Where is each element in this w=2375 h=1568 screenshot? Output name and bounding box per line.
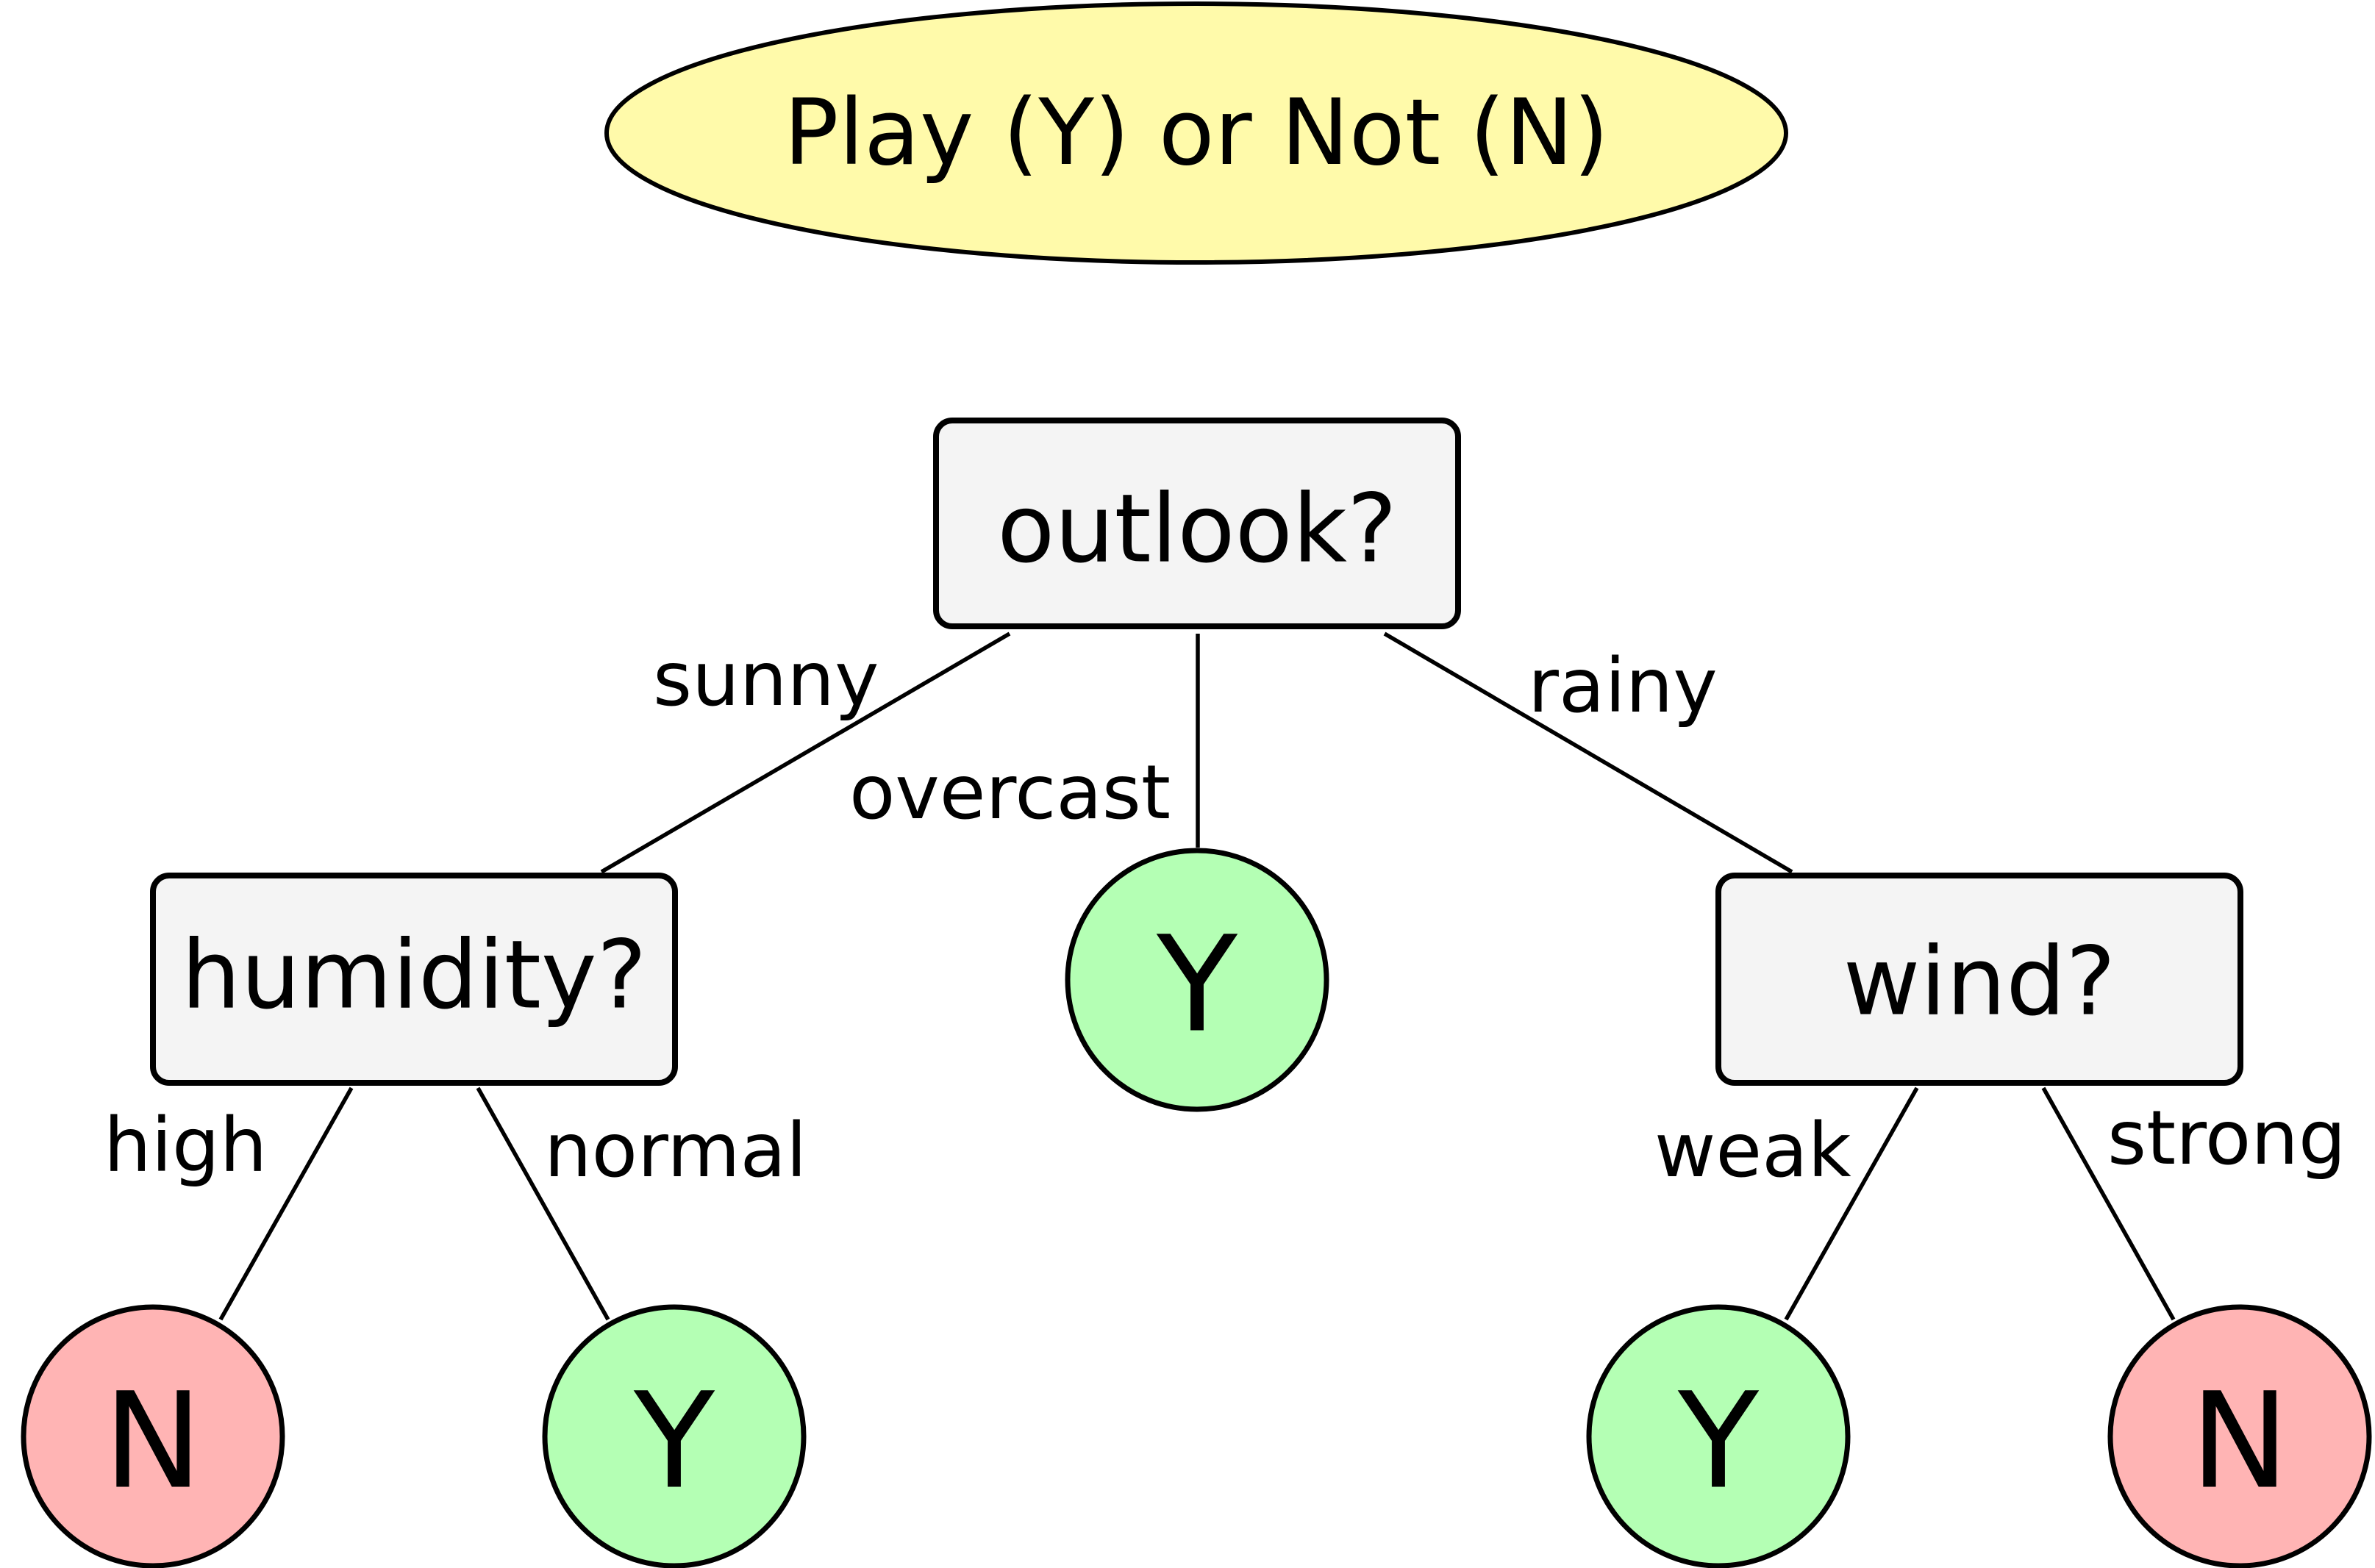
leaf-label-weak: Y [1677, 1365, 1760, 1519]
leaf-circle-overcast [1065, 848, 1329, 1112]
leaf-circle-normal [542, 1304, 807, 1568]
leaf-label-normal: Y [633, 1365, 715, 1519]
leaf-label-overcast: Y [1156, 909, 1238, 1062]
leaf-normal: Y [542, 1304, 807, 1568]
leaf-label-strong: N [2190, 1365, 2290, 1519]
title-node: Play (Y) or Not (N) [604, 1, 1788, 265]
edge-rainy [1383, 631, 1793, 874]
edge-sunny [600, 631, 1011, 874]
edge-normal [476, 1086, 610, 1321]
title-text: Play (Y) or Not (N) [784, 80, 1609, 186]
decision-label-outlook: outlook? [997, 475, 1397, 584]
decision-label-humidity: humidity? [181, 921, 646, 1031]
edge-label-rainy: rainy [1528, 642, 1718, 730]
decision-box-wind [1715, 873, 2243, 1086]
edge-strong [2041, 1086, 2176, 1321]
leaf-high: N [21, 1304, 285, 1568]
leaf-circle-strong [2107, 1304, 2372, 1568]
leaf-circle-weak [1586, 1304, 1851, 1568]
edge-label-normal: normal [544, 1107, 807, 1195]
title-ellipse [604, 1, 1788, 265]
decision-label-wind: wind? [1843, 928, 2116, 1037]
decision-node-wind: wind? [1715, 873, 2243, 1086]
leaf-strong: N [2107, 1304, 2372, 1568]
leaf-label-high: N [104, 1365, 203, 1519]
edge-label-overcast: overcast [849, 749, 1171, 837]
edge-weak [1784, 1086, 1919, 1321]
edge-high [218, 1086, 354, 1321]
edge-label-strong: strong [2107, 1095, 2346, 1182]
decision-node-outlook: outlook? [933, 418, 1461, 629]
leaf-overcast: Y [1065, 848, 1329, 1112]
edge-label-high: high [104, 1102, 267, 1189]
decision-box-humidity [150, 873, 678, 1086]
decision-box-outlook [933, 418, 1461, 629]
decision-node-humidity: humidity? [150, 873, 678, 1086]
edge-label-weak: weak [1654, 1107, 1851, 1195]
leaf-circle-high [21, 1304, 285, 1568]
edge-label-sunny: sunny [653, 636, 879, 723]
leaf-weak: Y [1586, 1304, 1851, 1568]
